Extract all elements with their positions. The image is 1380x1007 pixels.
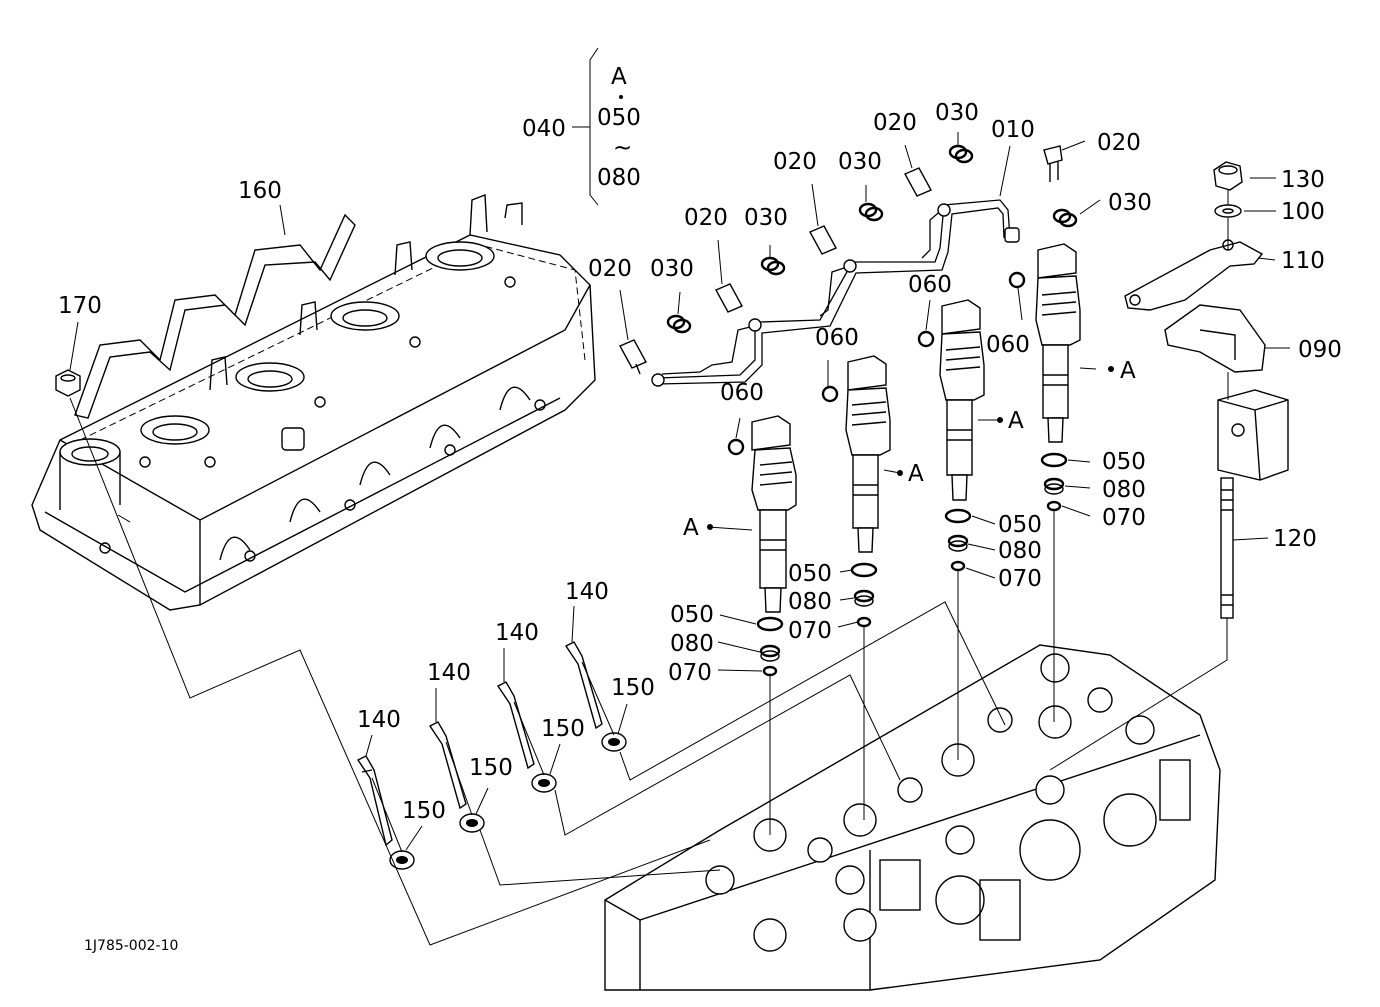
callout-060-3: 060 [908, 272, 952, 298]
callout-140-2: 140 [427, 660, 471, 686]
cylinder-head [604, 644, 1221, 991]
callout-010: 010 [991, 117, 1035, 143]
callout-030-1: 030 [650, 256, 694, 282]
callout-060-2: 060 [815, 325, 859, 351]
callout-140-3: 140 [495, 620, 539, 646]
callout-tilde-key: ~ [613, 135, 632, 161]
glow-plug-140-3 [496, 681, 535, 770]
callout-060-4: 060 [986, 332, 1030, 358]
cylinder-head-cover [31, 194, 596, 611]
glow-plug-140-4 [564, 641, 603, 730]
callout-020-4: 020 [873, 110, 917, 136]
callout-070-2: 070 [788, 618, 832, 644]
callout-080-1: 080 [670, 631, 714, 657]
injector-nozzle-4 [1035, 243, 1081, 443]
injector-nozzle-1 [751, 415, 797, 613]
leader-dots [619, 95, 1114, 530]
gasket-030-4 [948, 144, 974, 164]
callout-050-2: 050 [788, 561, 832, 587]
callout-050-key: 050 [597, 105, 641, 131]
callout-090: 090 [1298, 337, 1342, 363]
grommet-150-1 [389, 850, 415, 870]
callout-040: 040 [522, 116, 566, 142]
callout-080-4: 080 [1102, 477, 1146, 503]
injector-nozzle-3 [939, 299, 985, 501]
grommet-150-3 [531, 773, 557, 793]
seal-set-2 [850, 562, 878, 628]
leader-lines [69, 47, 1290, 851]
callout-140-4: 140 [565, 579, 609, 605]
callout-labels: 040 A 050 ~ 080 160 170 020 030 020 030 … [58, 64, 1342, 954]
callout-150-1: 150 [402, 798, 446, 824]
callout-060-1: 060 [720, 380, 764, 406]
callout-050-3: 050 [998, 512, 1042, 538]
callout-100: 100 [1281, 199, 1325, 225]
callout-030-3: 030 [838, 149, 882, 175]
callout-080-2: 080 [788, 589, 832, 615]
callout-120: 120 [1273, 526, 1317, 552]
callout-A-1: A [683, 515, 699, 541]
callout-150-3: 150 [541, 716, 585, 742]
stud-120 [1220, 477, 1234, 619]
hollow-bolt-020-5 [1043, 145, 1063, 182]
callout-020-3: 020 [773, 149, 817, 175]
callout-110: 110 [1281, 248, 1325, 274]
callout-030-5: 030 [1108, 190, 1152, 216]
callout-050-4: 050 [1102, 449, 1146, 475]
grommet-150-2 [459, 813, 485, 833]
washer-100 [1214, 204, 1242, 218]
callout-020-1: 020 [588, 256, 632, 282]
drawing-code: 1J785-002-10 [84, 938, 178, 954]
hollow-bolt-020-2 [715, 283, 743, 313]
callout-070-4: 070 [1102, 505, 1146, 531]
o-ring-060-4 [1008, 271, 1026, 289]
callout-170: 170 [58, 293, 102, 319]
nut-170 [55, 369, 81, 397]
seal-set-3 [944, 508, 972, 572]
callout-140-1: 140 [357, 707, 401, 733]
callout-020-2: 020 [684, 205, 728, 231]
gasket-030-2 [760, 256, 786, 276]
hollow-bolt-020-3 [809, 225, 837, 255]
hollow-bolt-020-1 [619, 339, 647, 375]
grommet-150-4 [601, 732, 627, 752]
o-ring-060-3 [917, 330, 935, 348]
holder-090 [1164, 304, 1266, 373]
callout-070-3: 070 [998, 566, 1042, 592]
o-ring-060-2 [821, 385, 839, 403]
gasket-030-1 [666, 314, 692, 334]
callout-050-1: 050 [670, 602, 714, 628]
callout-070-1: 070 [668, 660, 712, 686]
callout-080-3: 080 [998, 538, 1042, 564]
callout-030-2: 030 [744, 205, 788, 231]
seal-set-1 [756, 616, 784, 677]
callout-A-4: A [1120, 358, 1136, 384]
injection-pipes [651, 199, 1020, 387]
callout-030-4: 030 [935, 100, 979, 126]
reference-lines [69, 397, 1006, 946]
seal-set-4 [1040, 452, 1068, 512]
clamp-110 [1124, 239, 1264, 311]
callout-130: 130 [1281, 167, 1325, 193]
spacer-block [1217, 389, 1289, 481]
callout-150-4: 150 [611, 675, 655, 701]
callout-020-5: 020 [1097, 130, 1141, 156]
callout-080-key: 080 [597, 165, 641, 191]
nut-130 [1213, 161, 1243, 191]
callout-A-key: A [611, 64, 627, 90]
hollow-bolt-020-4 [904, 167, 932, 197]
glow-plug-140-1 [356, 755, 393, 847]
bracket-160 [74, 213, 356, 419]
callout-A-2: A [908, 461, 924, 487]
glow-plug-140-2 [428, 721, 467, 810]
o-ring-060-1 [727, 438, 745, 456]
gasket-030-3 [858, 202, 884, 222]
callout-150-2: 150 [469, 755, 513, 781]
injector-nozzle-2 [845, 355, 891, 553]
callout-A-3: A [1008, 408, 1024, 434]
callout-160: 160 [238, 178, 282, 204]
gasket-030-5 [1052, 208, 1078, 228]
